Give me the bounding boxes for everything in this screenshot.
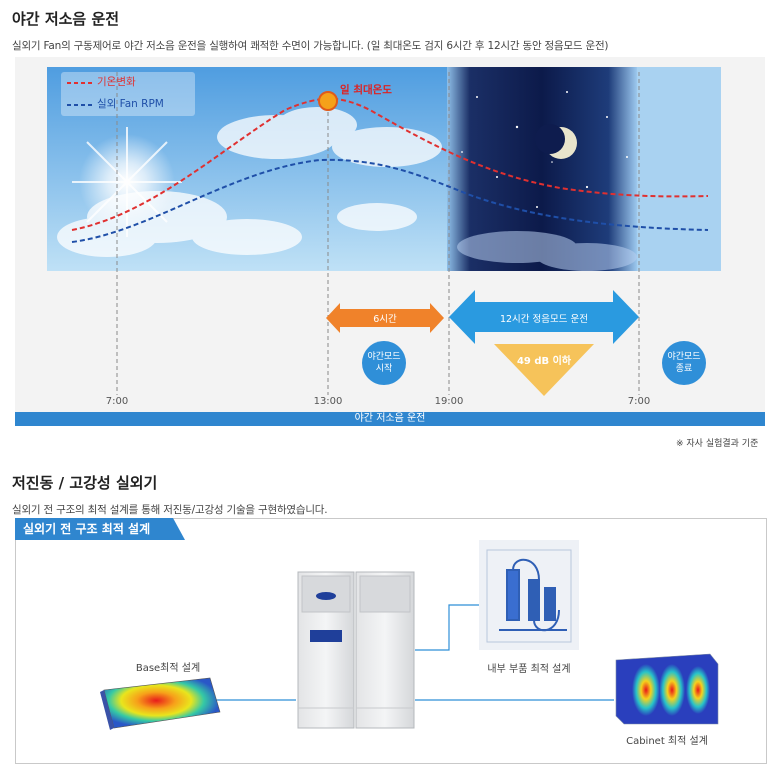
- cabinet-heatmap-image: [615, 653, 719, 725]
- end-badge-line1: 야간모드: [667, 352, 701, 362]
- tab-title: 실외기 전 구조 최적 설계: [23, 522, 151, 536]
- samsung-logo-icon: [316, 592, 336, 600]
- twelve-hour-arrow-icon: [449, 290, 639, 344]
- sky-illustration: [47, 67, 721, 271]
- base-caption: Base최적 설계: [135, 663, 201, 674]
- internal-parts-image: [479, 540, 579, 650]
- sky-background: [47, 67, 721, 271]
- outdoor-unit-image: [297, 571, 415, 729]
- time-tick-7am: 7:00: [105, 396, 129, 407]
- db-down-arrow-icon: [494, 344, 594, 396]
- structure-design-tab: 실외기 전 구조 최적 설계: [15, 518, 185, 540]
- internal-caption: 내부 부품 최적 설계: [487, 664, 571, 675]
- temp-legend-swatch: [67, 82, 93, 84]
- time-tick-19: 19:00: [434, 396, 464, 407]
- night-mode-bottom-bar: 야간 저소음 운전: [15, 412, 765, 426]
- legend: 기온변화 실외 Fan RPM: [61, 72, 195, 116]
- fan-legend-label: 실외 Fan RPM: [97, 98, 164, 110]
- temp-curve: [71, 97, 709, 231]
- base-heatmap-image: [100, 677, 221, 730]
- peak-label: 일 최대온도: [340, 84, 392, 96]
- cabinet-caption: Cabinet 최적 설계: [626, 736, 708, 747]
- section-title-low-vibration: 저진동 / 고강성 실외기: [12, 474, 158, 492]
- start-badge-line1: 야간모드: [367, 352, 401, 362]
- section-description-night-mode: 실외기 Fan의 구동제어로 야간 저소음 운전을 실행하여 쾌적한 수면이 가…: [12, 40, 609, 52]
- curves-overlay: [71, 72, 709, 395]
- dvm-logo-icon: [310, 630, 342, 642]
- fan-legend-swatch: [67, 104, 93, 106]
- db-label: 49 dB 이하: [516, 356, 572, 367]
- six-hour-label: 6시간: [373, 314, 397, 325]
- night-mode-start-badge: 야간모드 시작: [362, 341, 406, 385]
- footnote: ※ 자사 실험결과 기준: [676, 439, 759, 449]
- end-badge-line2: 종료: [675, 364, 693, 374]
- night-mode-end-badge: 야간모드 종료: [662, 341, 706, 385]
- temp-legend-label: 기온변화: [97, 76, 136, 88]
- tab-shape: [15, 518, 185, 540]
- six-hour-arrow-icon: [326, 303, 444, 333]
- section-description-low-vibration: 실외기 전 구조의 최적 설계를 통해 저진동/고강성 기술을 구현하였습니다.: [12, 504, 328, 516]
- start-badge-line2: 시작: [375, 364, 393, 374]
- peak-marker-icon: [318, 91, 338, 111]
- twelve-hour-label: 12시간 정음모드 운전: [499, 314, 589, 325]
- section-title-night-mode: 야간 저소음 운전: [12, 10, 120, 28]
- time-tick-7am-next: 7:00: [627, 396, 651, 407]
- fan-curve: [71, 158, 709, 243]
- time-tick-13: 13:00: [313, 396, 343, 407]
